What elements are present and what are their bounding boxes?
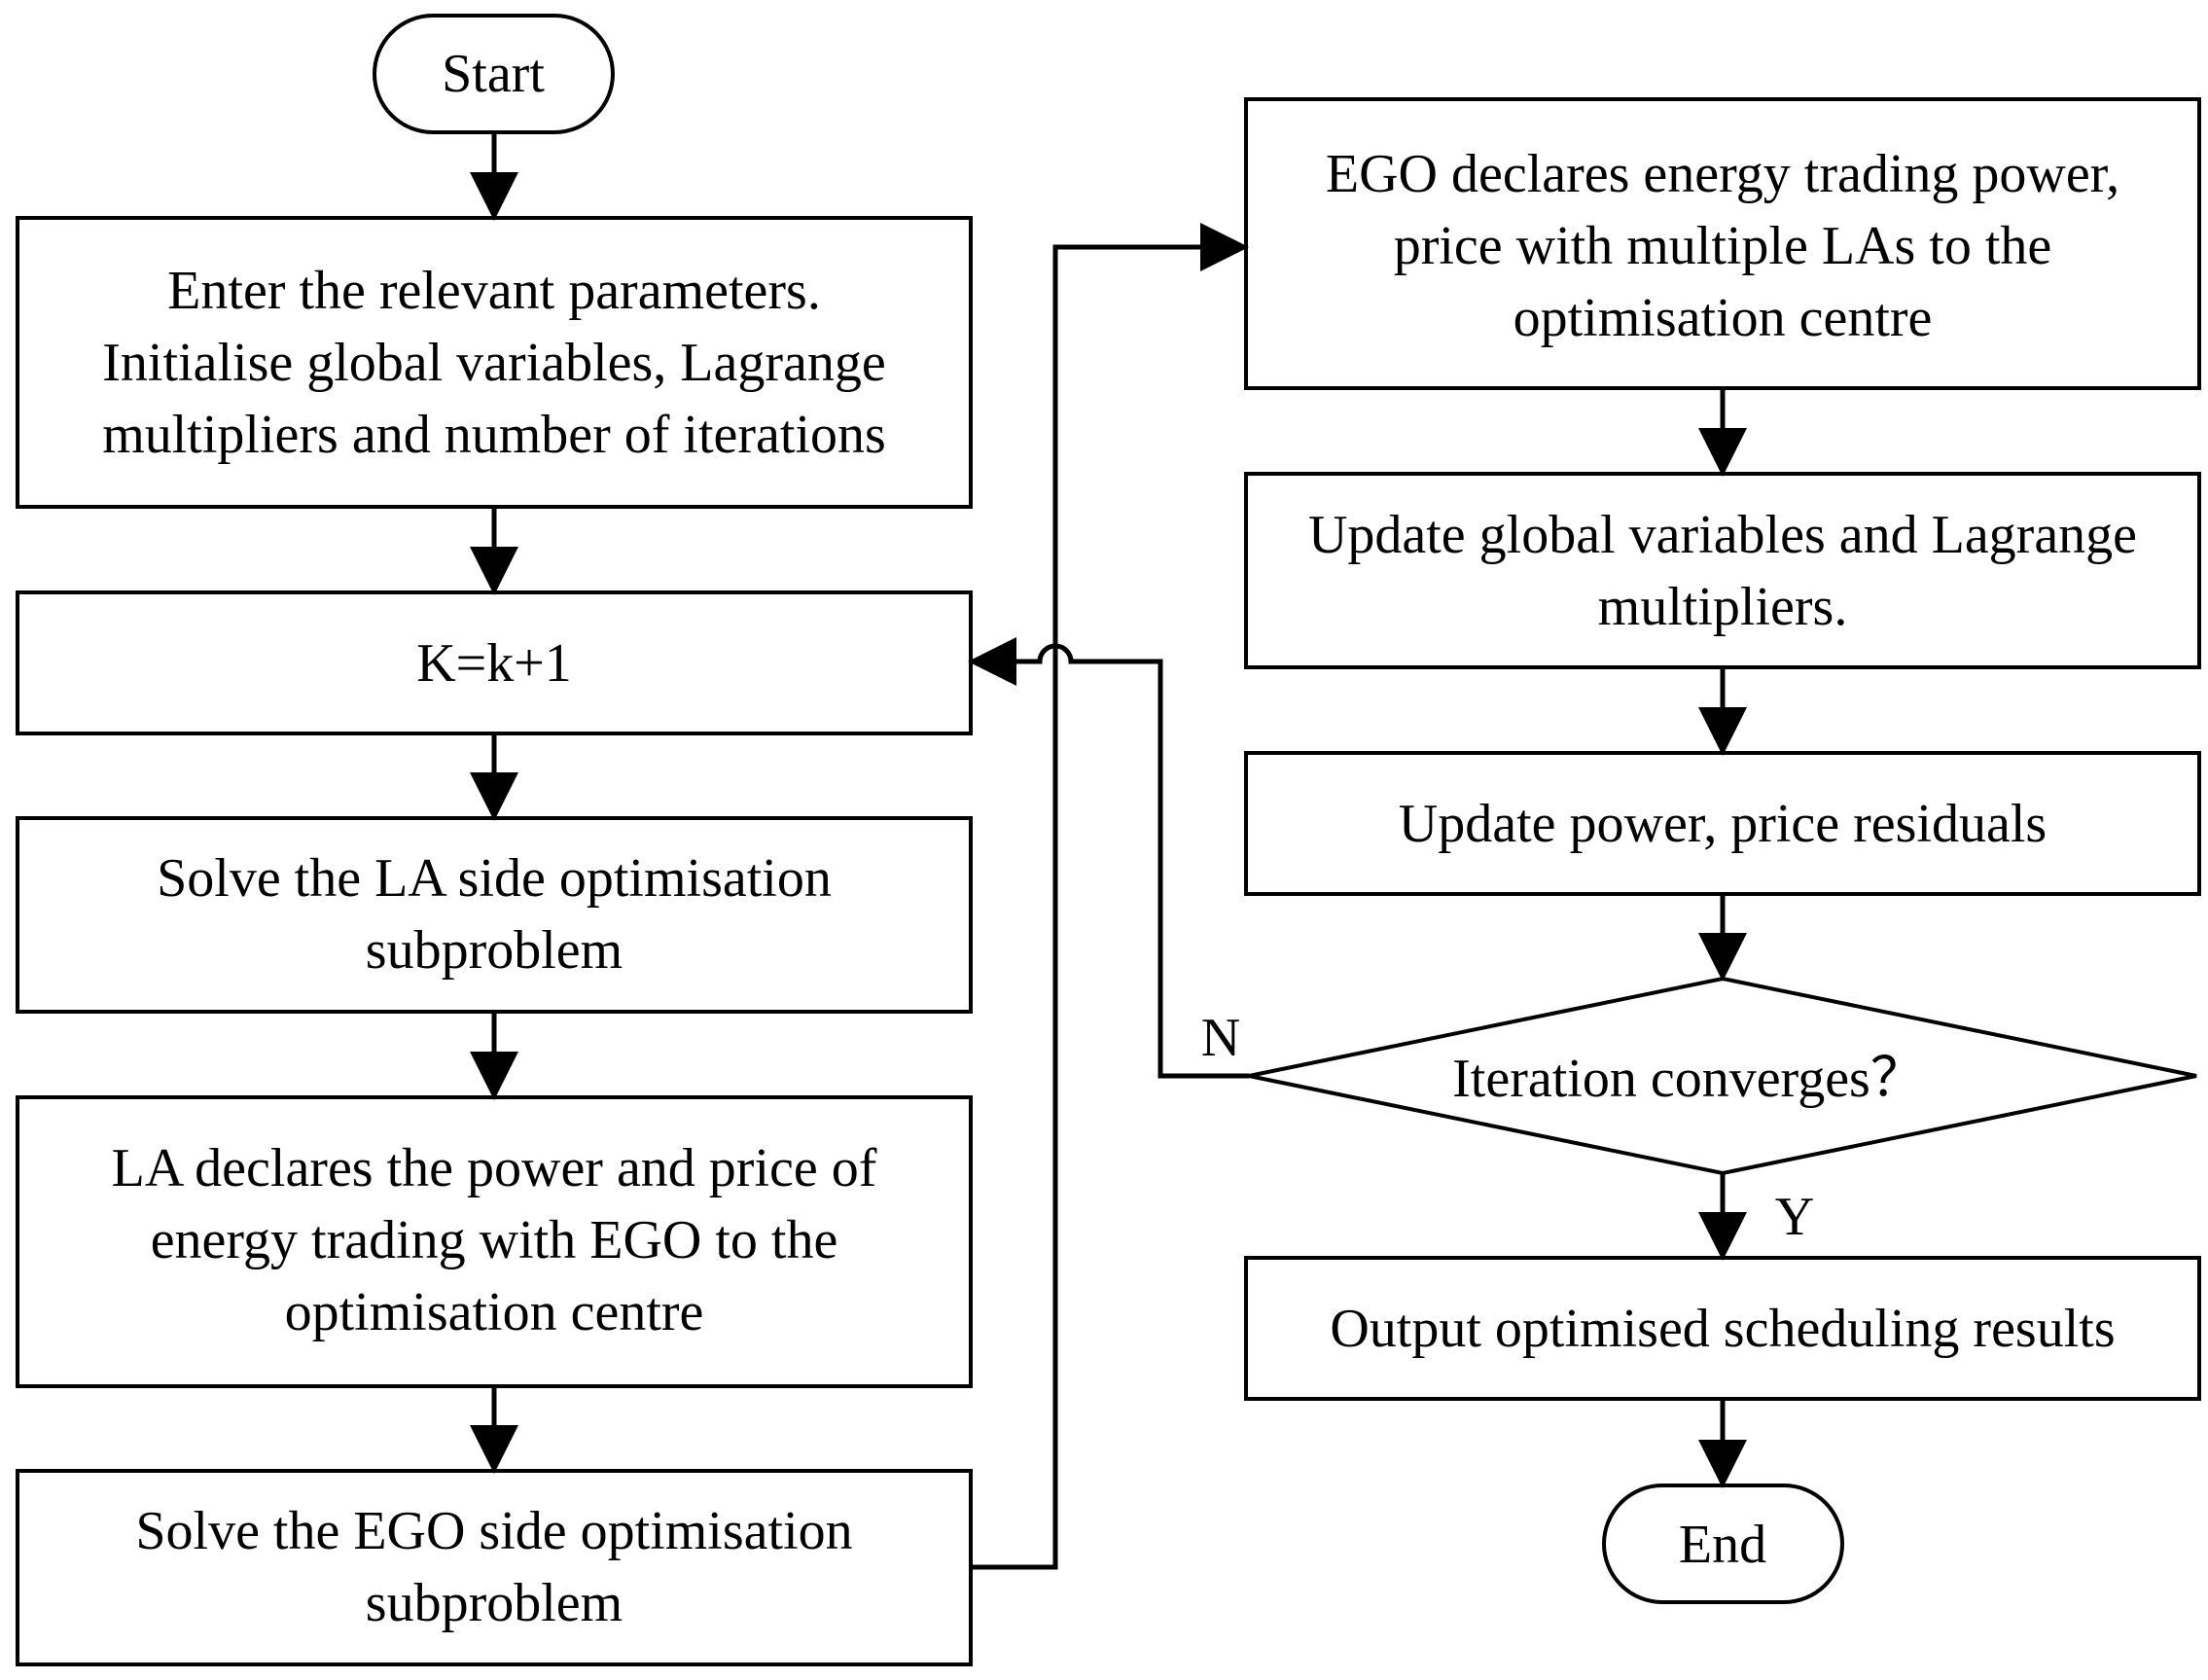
iteration-counter-box: K=k+1 <box>16 590 973 735</box>
la-declares-line-3: optimisation centre <box>285 1282 704 1342</box>
enter-parameters-line-1: Enter the relevant parameters. <box>167 261 821 321</box>
convergence-decision: Iteration converges？ <box>1248 976 2197 1176</box>
solve-la-line-2: subproblem <box>366 920 623 981</box>
solve-la-line-1: Solve the LA side optimisation <box>157 848 832 909</box>
solve-la-box: Solve the LA side optimisation subproble… <box>16 816 973 1014</box>
la-declares-box: LA declares the power and price of energ… <box>16 1095 973 1388</box>
output-results-box: Output optimised scheduling results <box>1244 1256 2201 1401</box>
branch-no-label: N <box>1201 1008 1240 1068</box>
solve-ego-line-1: Solve the EGO side optimisation <box>135 1501 852 1561</box>
la-declares-line-2: energy trading with EGO to the <box>151 1210 838 1270</box>
enter-parameters-line-2: Initialise global variables, Lagrange <box>102 333 885 393</box>
end-label: End <box>1679 1515 1766 1575</box>
ego-declares-line-3: optimisation centre <box>1514 288 1933 348</box>
start-label: Start <box>442 44 545 104</box>
arrow-solve-ego-to-ego-declares <box>971 223 1249 1570</box>
enter-parameters-line-3: multipliers and number of iterations <box>102 405 886 465</box>
solve-ego-line-2: subproblem <box>366 1573 623 1633</box>
convergence-decision-label: Iteration converges？ <box>1452 1049 1925 1109</box>
enter-parameters-box: Enter the relevant parameters. Initialis… <box>16 216 973 509</box>
update-globals-box: Update global variables and Lagrange mul… <box>1244 472 2201 669</box>
update-residuals-label: Update power, price residuals <box>1399 794 2047 854</box>
ego-declares-line-1: EGO declares energy trading power, <box>1326 144 2119 204</box>
branch-yes-label: Y <box>1775 1187 1814 1247</box>
ego-declares-box: EGO declares energy trading power, price… <box>1244 97 2201 390</box>
output-results-label: Output optimised scheduling results <box>1330 1299 2115 1359</box>
end-terminal: End <box>1602 1483 1844 1604</box>
update-globals-line-1: Update global variables and Lagrange <box>1308 505 2137 565</box>
ego-declares-line-2: price with multiple LAs to the <box>1394 216 2052 276</box>
start-terminal: Start <box>373 14 615 134</box>
solve-ego-box: Solve the EGO side optimisation subprobl… <box>16 1469 973 1666</box>
iteration-counter-label: K=k+1 <box>416 633 572 694</box>
update-globals-line-2: multipliers. <box>1598 577 1848 637</box>
arrow-decision-no-loop-back <box>968 637 1249 1079</box>
la-declares-line-1: LA declares the power and price of <box>112 1138 877 1198</box>
update-residuals-box: Update power, price residuals <box>1244 751 2201 896</box>
